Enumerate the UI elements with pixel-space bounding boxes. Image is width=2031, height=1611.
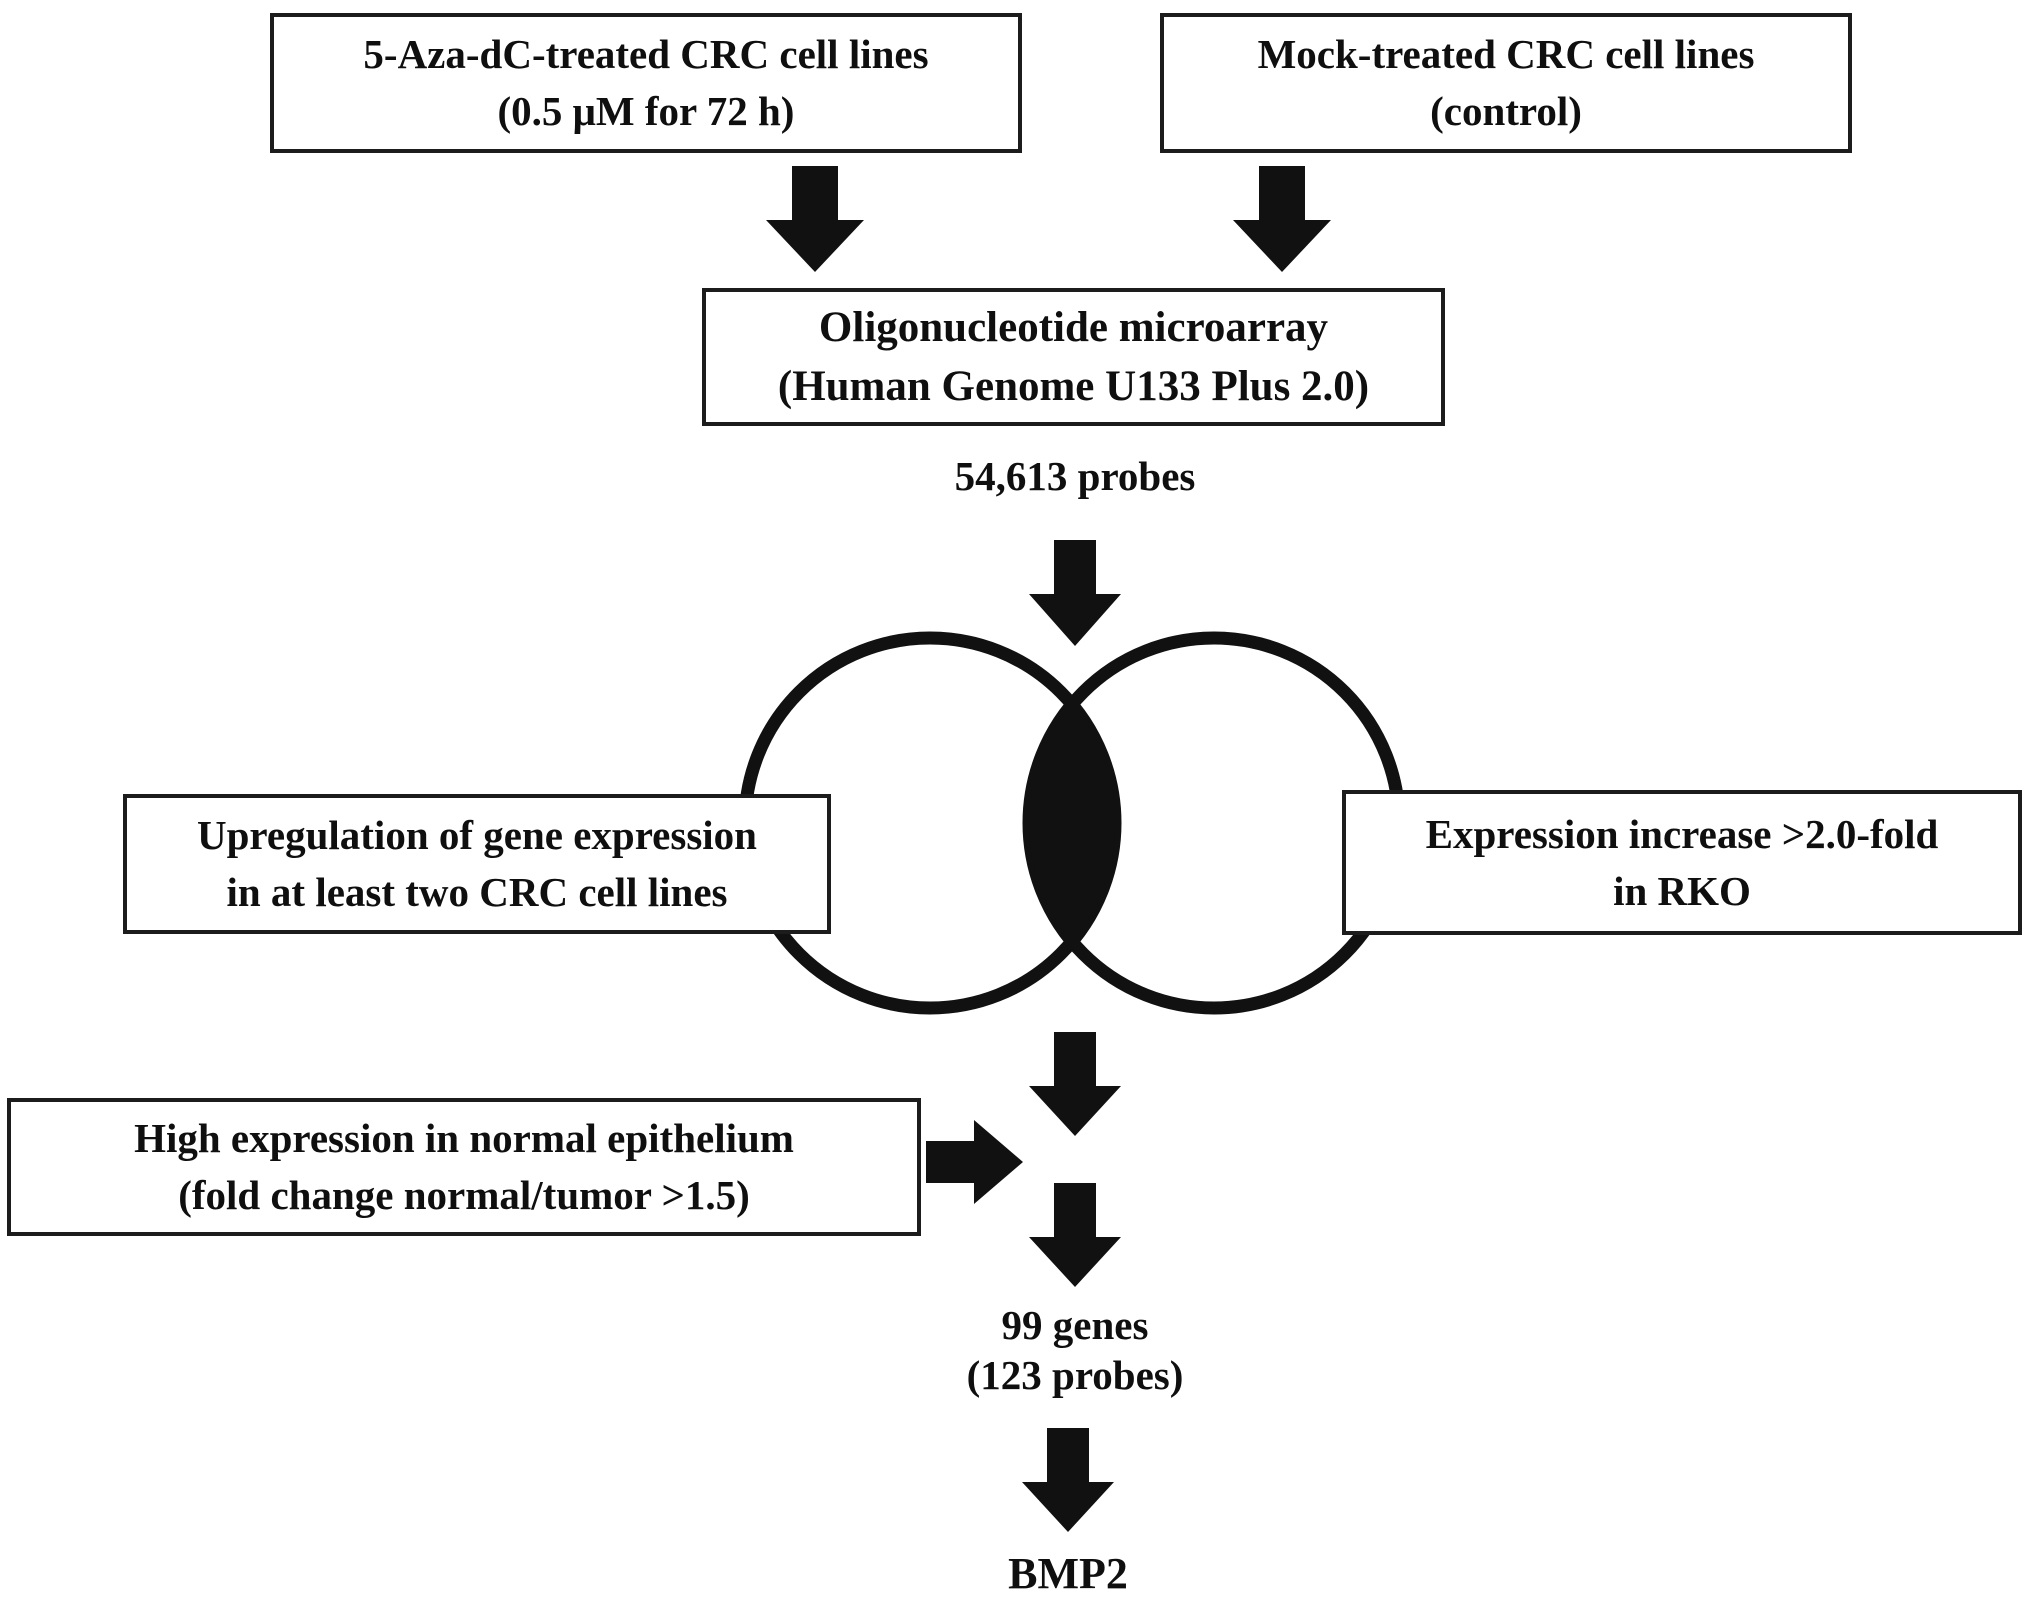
arrow-right-icon bbox=[926, 1120, 1023, 1204]
box-mock-treated-cells: Mock-treated CRC cell lines (control) bbox=[1160, 13, 1852, 153]
final-gene-label: BMP2 bbox=[1008, 1549, 1128, 1598]
box-microarray-line2: (Human Genome U133 Plus 2.0) bbox=[777, 363, 1370, 410]
box-upregulation-line1: Upregulation of gene expression bbox=[197, 812, 757, 859]
box-aza-line1: 5-Aza-dC-treated CRC cell lines bbox=[363, 31, 929, 78]
box-normal-epithelium-filter: High expression in normal epithelium (fo… bbox=[7, 1098, 921, 1236]
genes-count-label: 99 genes (123 probes) bbox=[825, 1300, 1325, 1400]
probes-count-label: 54,613 probes bbox=[954, 453, 1196, 499]
arrow-down-icon bbox=[1029, 1032, 1121, 1136]
arrow-down-icon bbox=[1022, 1428, 1114, 1532]
arrow-down-icon bbox=[1233, 166, 1331, 272]
box-aza-treated-cells: 5-Aza-dC-treated CRC cell lines (0.5 μM … bbox=[270, 13, 1022, 153]
box-rko-line2: in RKO bbox=[1613, 867, 1751, 914]
box-upregulation-criterion: Upregulation of gene expression in at le… bbox=[123, 794, 831, 934]
box-oligonucleotide-microarray: Oligonucleotide microarray (Human Genome… bbox=[702, 288, 1445, 426]
box-rko-line1: Expression increase >2.0-fold bbox=[1425, 810, 1939, 857]
box-rko-criterion: Expression increase >2.0-fold in RKO bbox=[1342, 790, 2022, 935]
arrow-down-icon bbox=[1029, 1183, 1121, 1287]
box-microarray-line1: Oligonucleotide microarray bbox=[818, 303, 1329, 351]
genes-count-line2: (123 probes) bbox=[966, 1352, 1184, 1399]
arrow-down-icon bbox=[1029, 540, 1121, 646]
box-upregulation-line2: in at least two CRC cell lines bbox=[226, 869, 728, 915]
genes-count-line1: 99 genes bbox=[1001, 1302, 1149, 1348]
venn-intersection-icon bbox=[1028, 704, 1116, 942]
arrow-down-icon bbox=[766, 166, 864, 272]
box-aza-line2: (0.5 μM for 72 h) bbox=[497, 88, 795, 134]
box-mock-line1: Mock-treated CRC cell lines bbox=[1257, 31, 1755, 78]
box-normal-line1: High expression in normal epithelium bbox=[134, 1115, 794, 1162]
box-mock-line2: (control) bbox=[1430, 88, 1582, 134]
box-normal-line2: (fold change normal/tumor >1.5) bbox=[178, 1172, 750, 1218]
